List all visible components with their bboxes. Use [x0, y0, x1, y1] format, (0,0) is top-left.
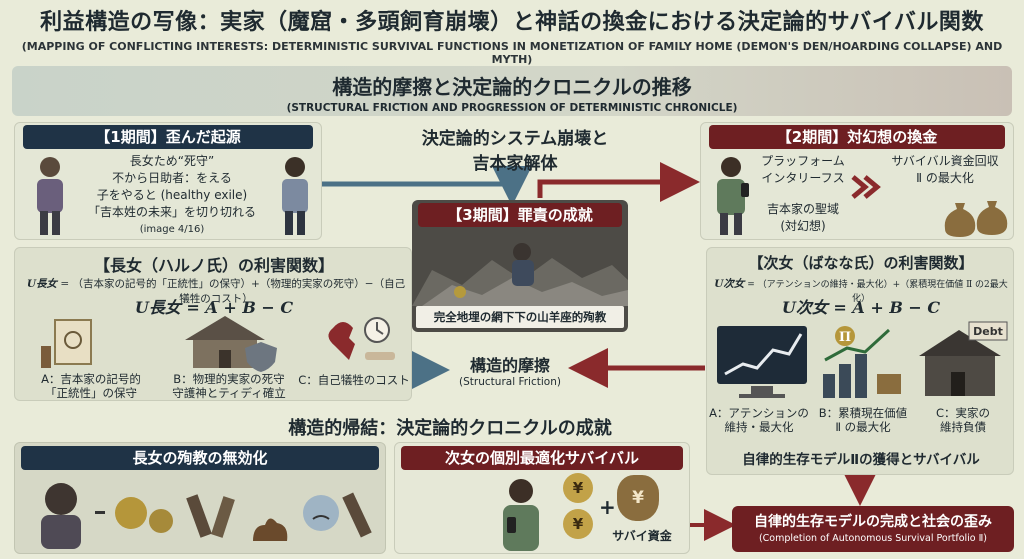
- banner-title: 構造的摩擦と決定論的クロニクルの推移: [332, 75, 692, 99]
- debt-sign: Debt: [973, 325, 1003, 338]
- page-subtitle: (MAPPING OF CONFLICTING INTERESTS: DETER…: [21, 40, 1003, 66]
- elder-b-line-1: B：物理的実家の死守: [173, 372, 285, 386]
- period2-header: 【2期間】対幻想の換金: [709, 125, 1005, 149]
- yen-coins-stack: ¥ ¥: [559, 473, 599, 549]
- younger-formula: U次女 = （アテンションの維持・最大化）+（累積現在価値 Ⅱ の2最大化）: [714, 278, 1008, 304]
- period2-survival-1: サバイバル資金回収: [891, 154, 999, 168]
- elder-a-line-1: A：吉本家の記号的: [41, 372, 141, 386]
- period3-panel: 【3期間】罪責の成就 完全地埋の網下下の山羊座的殉教: [412, 200, 628, 332]
- elder-formula: U長女 = （吉本家の記号的「正統性」の保守）+（物理的実家の死守）−（自己犠牲…: [26, 278, 406, 305]
- pi-symbol: Π: [839, 330, 851, 345]
- friction-label: 構造的摩擦 (Structural Friction): [440, 352, 580, 388]
- man-figure-icon: [271, 153, 319, 237]
- chronicle-banner: 構造的摩擦と決定論的クロニクルの推移 (STRUCTURAL FRICTION …: [12, 66, 1012, 116]
- woman-smartphone-icon: [707, 153, 755, 237]
- final-title: 自律的生存モデルの完成と社会の歪み: [754, 514, 992, 530]
- period1-line-2: 不から日助者：をえる: [112, 171, 232, 185]
- elder-utility-panel: 【長女（ハルノ氏）の利害関数】 U長女 = （吉本家の記号的「正統性」の保守）+…: [14, 247, 412, 401]
- money-bag-icon: [944, 201, 1008, 237]
- elder-header: 【長女（ハルノ氏）の利害関数】: [93, 256, 334, 275]
- banner-subtitle: (STRUCTURAL FRICTION AND PROGRESSION OF …: [286, 102, 738, 114]
- friction-title: 構造的摩擦: [469, 356, 550, 375]
- house-shield-icon: [185, 316, 277, 372]
- younger-b-line-2: Ⅱ の最大化: [835, 420, 891, 434]
- younger-a-line-1: A：アテンションの: [709, 406, 809, 420]
- younger-utility-panel: 【次女（ばなな氏）の利害関数】 U次女 = （アテンションの維持・最大化）+（累…: [706, 247, 1014, 475]
- yen-coin-icon: ¥: [563, 473, 593, 503]
- broken-heart-icon: [328, 317, 395, 360]
- collapse-line-1: 決定論的システム崩壊と: [421, 129, 609, 149]
- elder-a-label: A：吉本家の記号的 「正統性」の保守: [21, 372, 161, 400]
- chevron-right-icon: [851, 175, 881, 199]
- younger-equation: U次女 = A + B − C: [781, 298, 941, 317]
- younger-c-line-2: 維持負債: [940, 420, 986, 434]
- rubble-image: [412, 243, 628, 306]
- period2-platform-1: プラッフォーム: [761, 154, 845, 168]
- period2-sanctuary: 吉本家の聖域 (対幻想): [757, 201, 849, 235]
- invalidation-sequence-image: [41, 483, 372, 549]
- elder-a-line-2: 「正統性」の保守: [45, 386, 137, 400]
- period2-sanctuary-2: (対幻想): [780, 219, 826, 233]
- period3-caption: 完全地埋の網下下の山羊座的殉教: [416, 306, 624, 328]
- younger-c-line-1: C：実家の: [935, 406, 991, 420]
- period2-panel: 【2期間】対幻想の換金 プラッフォーム インタリーフス 吉本家の聖域 (対幻想)…: [700, 122, 1014, 240]
- younger-b-label: B：累積現在価値 Ⅱ の最大化: [811, 406, 915, 434]
- period2-sanctuary-1: 吉本家の聖域: [766, 202, 839, 216]
- conclusion-title: 構造的帰結：決定論的クロニクルの成就: [288, 418, 612, 439]
- collapse-line-2: 吉本家解体: [472, 154, 558, 174]
- younger-result: 自律的生存モデルⅡの獲得とサバイバル: [742, 452, 980, 468]
- friction-subtitle: (Structural Friction): [459, 376, 561, 388]
- arrow-p1-to-collapse: [322, 166, 532, 206]
- period2-platform: プラッフォーム インタリーフス: [757, 153, 849, 187]
- period2-platform-2: インタリーフス: [761, 171, 845, 185]
- younger-formula-rhs: （アテンションの維持・最大化）+（累積現在価値 Ⅱ の2最大化）: [757, 280, 1008, 304]
- younger-survival-header: 次女の個別最適化サバイバル: [401, 446, 683, 470]
- growth-bars-icon: Π: [823, 326, 901, 398]
- younger-header: 【次女（ばなな氏）の利害関数】: [748, 254, 974, 272]
- elder-martyr-panel: 長女の殉教の無効化: [14, 442, 386, 554]
- younger-a-line-2: 維持・最大化: [724, 420, 794, 434]
- scroll-icon: [41, 319, 92, 368]
- elder-formula-lhs: U長女: [26, 278, 58, 290]
- woman-phone-icon: [503, 479, 539, 551]
- elder-martyr-header: 長女の殉教の無効化: [21, 446, 379, 470]
- period1-line-1: 長女ため“死守”: [129, 154, 215, 168]
- period1-line-5: (image 4/16): [139, 224, 205, 235]
- period3-header: 【3期間】罪責の成就: [418, 203, 622, 227]
- woman-figure-icon: [25, 153, 75, 237]
- arrow-collapse-to-p2: [537, 162, 700, 202]
- survival-funds-label: サバイ資金: [612, 529, 672, 543]
- debt-house-icon: Debt: [919, 321, 1008, 396]
- money-bag-icon: ¥: [617, 475, 659, 521]
- period1-header: 【1期間】歪んだ起源: [23, 125, 313, 149]
- younger-a-label: A：アテンションの 維持・最大化: [707, 406, 811, 434]
- final-subtitle: (Completion of Autonomous Survival Portf…: [758, 533, 988, 544]
- elder-formula-rhs: （吉本家の記号的「正統性」の保守）+（物理的実家の死守）−（自己犠牲のコスト）: [72, 278, 406, 305]
- period1-text: 長女ため“死守” 不から日助者：をえる 子をやると (healthy exile…: [77, 153, 267, 238]
- younger-c-label: C：実家の 維持負債: [913, 406, 1013, 434]
- period2-survival-2: Ⅱ の最大化: [916, 171, 974, 185]
- elder-b-line-2: 守護神とティディ確立: [172, 386, 286, 400]
- period1-line-4: 「吉本姓の未来」を切り切れる: [87, 205, 256, 219]
- yen-coin-icon: ¥: [563, 509, 593, 539]
- period2-survival: サバイバル資金回収 Ⅱ の最大化: [881, 153, 1009, 187]
- plus-sign: +: [599, 495, 616, 519]
- younger-b-line-1: B：累積現在価値: [818, 406, 908, 420]
- final-box: 自律的生存モデルの完成と社会の歪み (Completion of Autonom…: [732, 506, 1014, 552]
- younger-survival-panel: 次女の個別最適化サバイバル ¥ ¥ + ¥ サバイ資金: [394, 442, 690, 554]
- collapse-label: 決定論的システム崩壊と 吉本家解体: [390, 124, 640, 174]
- period1-panel: 【1期間】歪んだ起源 長女ため“死守” 不から日助者：をえる 子をやると (he…: [14, 122, 322, 240]
- monitor-chart-icon: [717, 326, 807, 398]
- elder-c-label: C：自己犠牲のコスト: [298, 373, 410, 387]
- period1-line-3: 子をやると (healthy exile): [96, 188, 248, 202]
- page-title: 利益構造の写像：実家（魔窟・多頭飼育崩壊）と神話の換金における決定論的サバイバル…: [40, 10, 984, 35]
- elder-equation: U長女 = A + B − C: [134, 298, 294, 317]
- elder-b-label: B：物理的実家の死守 守護神とティディ確立: [159, 372, 299, 400]
- younger-formula-lhs: U次女: [714, 278, 745, 290]
